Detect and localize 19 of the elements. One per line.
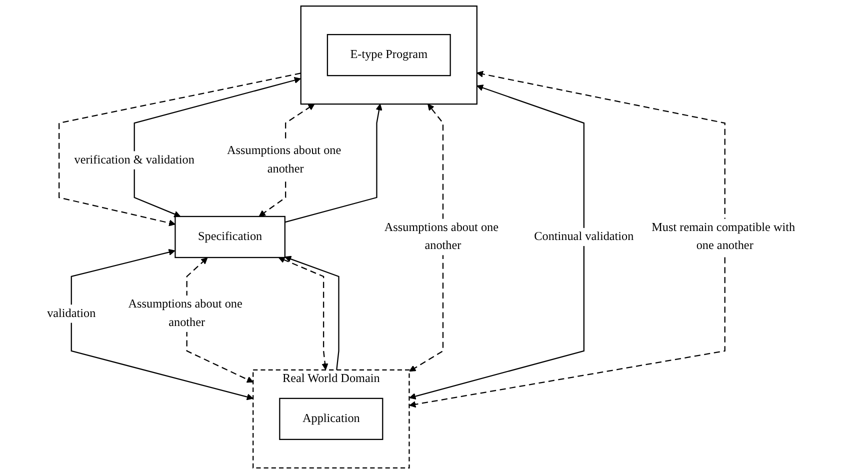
arrow [58,72,301,226]
node-box: Application [278,398,383,440]
edge-label: Must remain compatible with one another [651,221,795,252]
node-box: Specification [174,216,286,258]
edge-label: Continual validation [534,230,634,244]
arrow [284,104,382,223]
cluster [300,6,478,105]
arrow [408,84,584,400]
arrow [133,77,300,218]
arrow [408,70,725,408]
arrow [278,256,328,370]
edge-label: Assumptions about one another [226,144,341,176]
arrow [408,104,444,372]
edge-label: Assumptions about one another [128,298,242,329]
arrow [284,256,339,370]
edge-label: Assumptions about one another [384,221,498,252]
edge-label: validation [46,306,96,320]
edge-label: verification & validation [74,153,194,166]
node-box: E-type Program [326,34,450,76]
